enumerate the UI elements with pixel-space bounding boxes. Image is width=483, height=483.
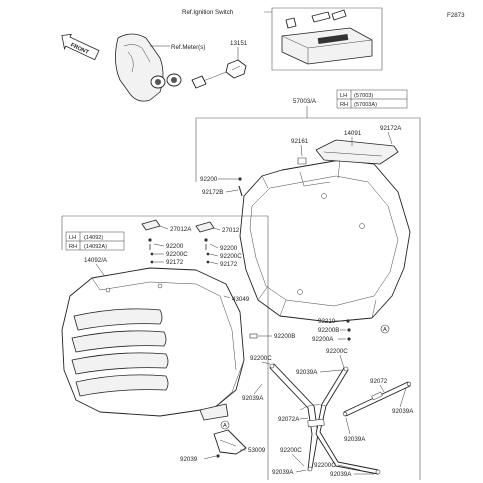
lower-side-table: LH (14092) RH (14092A): [65, 231, 125, 251]
strap-bar-92072: [342, 381, 412, 417]
switch-13151: [191, 59, 247, 89]
lower-assembly-frame: [62, 215, 269, 480]
lower-table-part-1: (14092): [84, 235, 103, 241]
diagram-id: F2873: [447, 12, 465, 19]
handle-14091: [315, 139, 399, 165]
callout-92039A-r: 92039A: [392, 408, 414, 415]
upper-side-table: LH (57003) RH (57003A): [336, 89, 408, 109]
front-arrow-icon: FRONT: [61, 33, 100, 61]
upper-table-part-2: (57003A): [354, 102, 377, 108]
fasteners-under-pannier: [346, 319, 351, 341]
callout-92039A-bl: 92039A: [272, 469, 294, 476]
callout-92172-c: 92172: [220, 261, 238, 268]
callout-27012: 27012: [222, 227, 240, 234]
lower-table-part-2: (14092A): [84, 244, 107, 250]
callout-27012A: 27012A: [170, 226, 192, 233]
ref-a-circle-bottom: A: [220, 420, 230, 430]
ref-a-circle-right: A: [380, 324, 390, 334]
callout-92172A-top: 92172A: [380, 125, 402, 132]
callout-43049: 43049: [232, 296, 250, 303]
ignition-ref-box: [264, 7, 383, 71]
clip-27012: [195, 221, 215, 233]
callout-92200C-bl: 92200C: [280, 447, 302, 454]
inner-pannier-57003: [239, 159, 411, 323]
meter-ref-label: Ref.Meter(s): [171, 44, 205, 51]
callout-92200C-c: 92200C: [220, 253, 242, 260]
ignition-ref-label: Ref.Ignition Switch: [182, 9, 234, 16]
callout-92039A-m: 92039A: [296, 369, 318, 376]
callout-92200C-b: 92200C: [166, 251, 188, 258]
outer-cover-14092: [61, 267, 245, 421]
callout-92172B: 92172B: [202, 189, 223, 196]
callout-53009: 53009: [248, 447, 266, 454]
callout-92172-b: 92172: [166, 259, 184, 266]
upper-table-part-1: (57003): [354, 93, 373, 99]
callout-92072A: 92072A: [278, 416, 300, 423]
callout-13151: 13151: [230, 40, 248, 47]
callout-92200B-m: 92200B: [274, 333, 295, 340]
lower-table-side-2: RH: [69, 244, 77, 250]
callout-92039A-l: 92039A: [242, 395, 264, 402]
meter-housing-illustration: [115, 33, 182, 102]
callout-92200-a: 92200: [200, 176, 218, 183]
callout-92039A-b: 92039A: [344, 436, 366, 443]
callout-92072: 92072: [370, 378, 388, 385]
callout-92200A-r: 92200A: [312, 336, 334, 343]
callout-14091: 14091: [344, 130, 362, 137]
callout-92200-c: 92200: [220, 245, 238, 252]
bracket-53009: [213, 429, 247, 455]
ref-a-bottom: A: [223, 423, 227, 429]
upper-ref-label: 57003/A: [293, 98, 317, 105]
callout-92200-b: 92200: [166, 243, 184, 250]
callout-92200C-m: 92200C: [250, 355, 272, 362]
lower-table-side-1: LH: [69, 235, 76, 241]
clip-27012A: [141, 219, 161, 231]
callout-92210: 92210: [318, 318, 336, 325]
callout-14092A: 14092/A: [84, 257, 108, 264]
strap-assembly-92072A: [269, 363, 381, 475]
ignition-switch-illustration: [281, 9, 373, 65]
callout-92200C-br: 92200C: [314, 462, 336, 469]
callout-92161: 92161: [291, 138, 309, 145]
callout-92039A-br: 92039A: [330, 471, 352, 478]
callout-92200B-r: 92200B: [318, 327, 339, 334]
fasteners-right: [204, 238, 210, 264]
upper-table-side-1: LH: [340, 93, 347, 99]
ref-a-right: A: [383, 327, 387, 333]
fasteners-left: [148, 238, 154, 264]
callout-92200C-r: 92200C: [326, 348, 348, 355]
callout-92039: 92039: [180, 456, 198, 463]
upper-table-side-2: RH: [340, 102, 348, 108]
upper-assembly-frame: [196, 117, 421, 480]
